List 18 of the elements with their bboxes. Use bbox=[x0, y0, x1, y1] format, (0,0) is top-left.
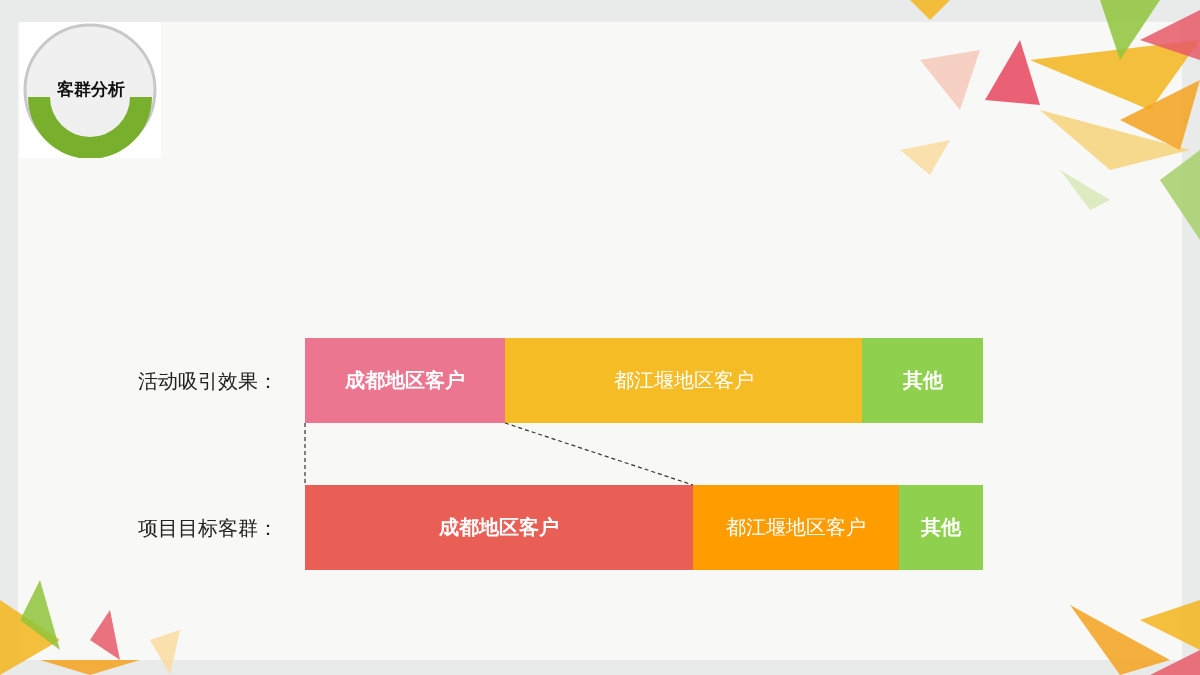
row-label: 项目目标客群： bbox=[138, 515, 278, 542]
badge bbox=[20, 22, 161, 158]
dashed-connector bbox=[304, 422, 306, 486]
bar-segment bbox=[899, 485, 983, 570]
row-label: 活动吸引效果： bbox=[138, 368, 278, 395]
bar-segment bbox=[505, 338, 862, 423]
bar-segment bbox=[305, 485, 693, 570]
bar-segment bbox=[693, 485, 899, 570]
segment-label: 成都地区客户 bbox=[439, 514, 559, 541]
dashed-connector bbox=[504, 422, 694, 486]
segment-label: 都江堰地区客户 bbox=[726, 514, 866, 541]
bar-segment bbox=[862, 338, 983, 423]
segment-label: 其他 bbox=[902, 367, 943, 394]
segment-label: 都江堰地区客户 bbox=[613, 367, 754, 394]
badge-title: 客群分析 bbox=[56, 78, 125, 101]
segment-label: 其他 bbox=[921, 514, 961, 541]
bar-segment bbox=[305, 338, 505, 423]
segment-label: 成都地区客户 bbox=[345, 367, 465, 394]
